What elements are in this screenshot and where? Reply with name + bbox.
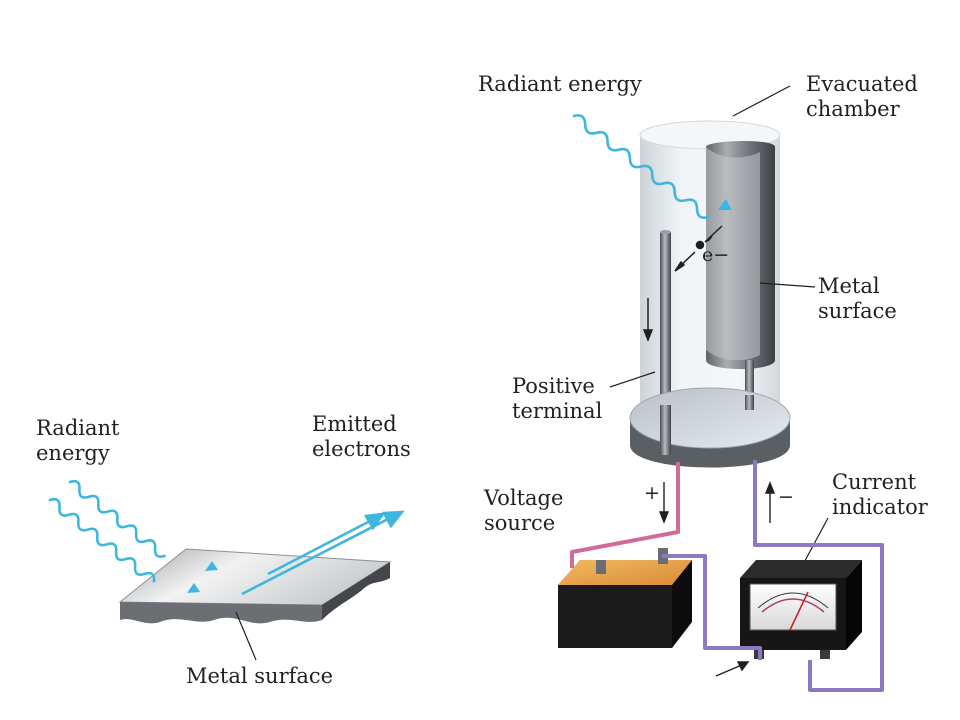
emitted-electrons-line-1: Emitted (312, 412, 397, 436)
wire-current-arrows (658, 481, 776, 677)
right-metal-surface-label: Metal surface (818, 274, 897, 324)
left-metal-plate (118, 548, 392, 624)
evacuated-chamber-line-2: chamber (806, 97, 900, 121)
evacuated-chamber-line-1: Evacuated (806, 72, 918, 96)
positive-terminal-line-1: Positive (512, 374, 595, 398)
voltage-source-battery (558, 548, 692, 648)
left-metal-surface-text: Metal surface (186, 664, 334, 688)
left-radiant-energy-line-2: energy (36, 441, 110, 465)
current-indicator-line-1: Current (832, 470, 917, 494)
left-wave-arrowheads (187, 561, 218, 593)
voltage-source-line-2: source (484, 511, 556, 535)
right-incoming-light-wave (572, 114, 710, 219)
positive-terminal-rod (660, 230, 671, 454)
evacuated-chamber-label: Evacuated chamber (806, 72, 918, 122)
left-radiant-energy-label: Radiant energy (36, 416, 119, 466)
current-indicator-line-2: indicator (832, 495, 928, 519)
right-radiant-energy-label: Radiant energy (478, 72, 642, 97)
voltage-source-line-1: Voltage (484, 486, 564, 510)
left-radiant-energy-line-1: Radiant (36, 416, 120, 440)
emitted-electrons-line-2: electrons (312, 437, 411, 461)
positive-terminal-line-2: terminal (512, 399, 603, 423)
tube-base (629, 387, 791, 468)
current-indicator-meter (740, 560, 862, 659)
metal-surface-cathode (706, 140, 775, 405)
positive-terminal-label: Positive terminal (512, 374, 602, 424)
left-emitted-electron-paths (241, 510, 405, 596)
current-indicator-label: Current indicator (832, 470, 928, 520)
electron-path (642, 225, 723, 343)
emitted-electrons-label: Emitted electrons (312, 412, 411, 462)
left-metal-surface-leader (235, 611, 257, 661)
positive-wire (570, 462, 680, 568)
right-wave-arrowhead (718, 199, 732, 210)
electron-symbol: e− (702, 244, 730, 266)
right-metal-surface-line-2: surface (818, 299, 897, 323)
left-incoming-light-waves (48, 479, 166, 583)
minus-sign: − (778, 486, 794, 508)
plus-sign: + (644, 482, 660, 504)
voltage-source-label: Voltage source (484, 486, 563, 536)
left-metal-surface-label: Metal surface (186, 664, 333, 689)
right-radiant-energy-text: Radiant energy (478, 72, 642, 96)
right-metal-surface-line-1: Metal (818, 274, 880, 298)
negative-wire (662, 460, 884, 692)
